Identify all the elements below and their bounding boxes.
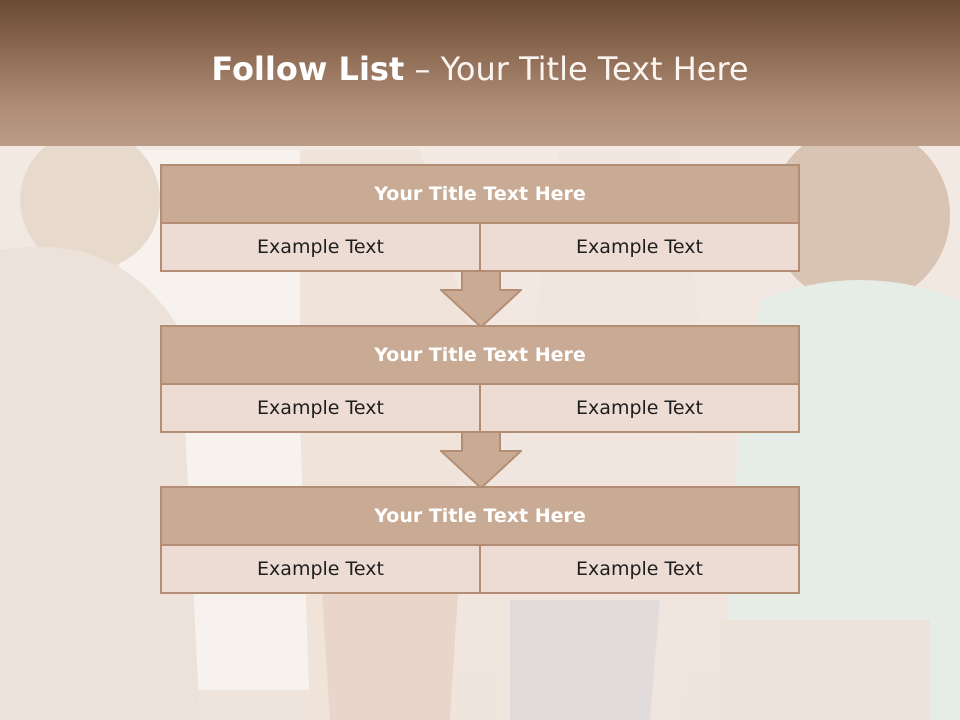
flow-block-right-text: Example Text <box>479 546 798 592</box>
flow-block-title: Your Title Text Here <box>162 327 798 385</box>
flow-block-right-text: Example Text <box>479 224 798 270</box>
down-arrow-icon <box>440 431 522 489</box>
flow-block-title: Your Title Text Here <box>162 488 798 546</box>
down-arrow-icon <box>440 270 522 328</box>
title-banner: Follow List – Your Title Text Here <box>0 0 960 146</box>
slide-title-rest: Your Title Text Here <box>440 50 749 88</box>
flow-block-2: Your Title Text Here Example Text Exampl… <box>160 325 800 433</box>
slide-title-separator: – <box>404 50 441 88</box>
flow-block-right-text: Example Text <box>479 385 798 431</box>
flow-block-1: Your Title Text Here Example Text Exampl… <box>160 164 800 272</box>
flow-block-title: Your Title Text Here <box>162 166 798 224</box>
flow-block-row: Example Text Example Text <box>162 546 798 592</box>
flow-block-left-text: Example Text <box>162 546 479 592</box>
flow-block-row: Example Text Example Text <box>162 385 798 431</box>
flow-block-row: Example Text Example Text <box>162 224 798 270</box>
flow-block-left-text: Example Text <box>162 385 479 431</box>
flow-block-left-text: Example Text <box>162 224 479 270</box>
flow-block-3: Your Title Text Here Example Text Exampl… <box>160 486 800 594</box>
slide-title: Follow List – Your Title Text Here <box>0 50 960 88</box>
slide-title-bold: Follow List <box>211 50 405 88</box>
